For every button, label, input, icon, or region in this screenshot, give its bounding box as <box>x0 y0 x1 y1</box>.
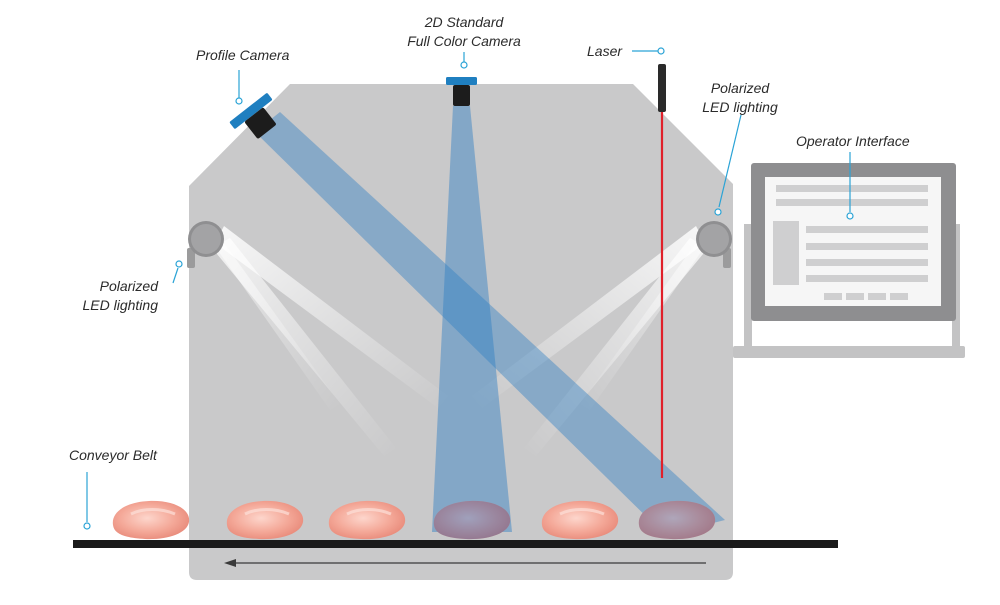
callout-lines <box>83 47 854 530</box>
operator-interface-label: Operator Interface <box>796 133 910 149</box>
conveyor-belt-label: Conveyor Belt <box>69 447 157 463</box>
color-camera-icon <box>446 77 477 106</box>
color-camera-beam <box>432 106 512 532</box>
conveyor-belt <box>73 540 838 548</box>
profile-camera-beam <box>255 112 725 535</box>
left-led-lamp-icon <box>187 221 224 268</box>
color-camera-label-line1: 2D Standard <box>424 14 504 30</box>
left-led-label-line1: Polarized <box>99 278 158 294</box>
left-led-glow <box>212 226 448 456</box>
right-led-label-line2: LED lighting <box>702 99 778 115</box>
right-led-lamp-icon <box>696 221 732 268</box>
arrow-left-icon <box>224 559 706 567</box>
left-led-label: Polarized LED lighting <box>50 277 159 315</box>
profile-camera-icon <box>229 93 276 139</box>
machine-housing <box>189 84 733 580</box>
color-camera-label-line2: Full Color Camera <box>407 33 521 49</box>
laser-device <box>658 64 666 112</box>
right-led-label: Polarized LED lighting <box>690 79 790 117</box>
profile-camera-label: Profile Camera <box>196 47 290 63</box>
color-camera-label: 2D Standard Full Color Camera <box>394 13 534 51</box>
product-items <box>112 500 716 540</box>
operator-monitor <box>733 163 965 358</box>
right-led-label-line1: Polarized <box>710 80 770 96</box>
left-led-label-line2: LED lighting <box>82 297 159 313</box>
laser-label: Laser <box>587 43 623 59</box>
